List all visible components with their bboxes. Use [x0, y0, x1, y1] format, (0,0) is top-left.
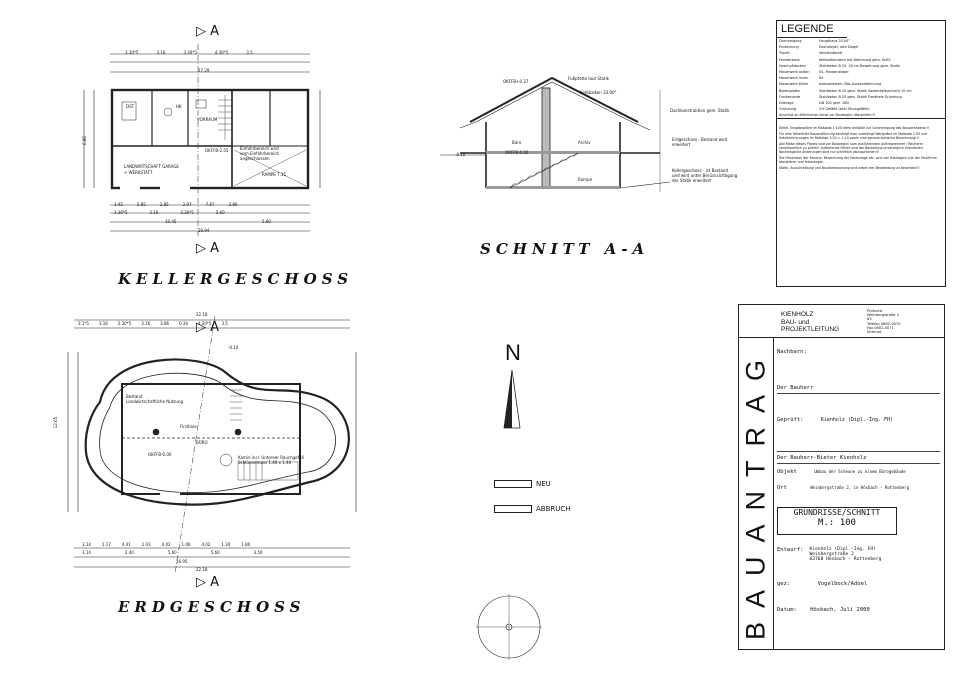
eg-bottom-total: 22.18	[196, 567, 208, 572]
schnitt-level-left: -0.10	[455, 152, 466, 157]
kg-rampe: RAMPE 7.15	[262, 172, 286, 177]
section-marker-eg-bottom: ▷ A	[196, 575, 220, 590]
tb-nachbarn: Nachbarn:	[777, 349, 807, 355]
kg-bottom-dims: 1.45 2.85 2.85 2.97 7.67 3.80	[114, 202, 238, 207]
schnitt-dachkonstruktion: Dachkonstruktion gem. Statik	[670, 108, 730, 113]
legend-note: Für eine fehlerfreie Bauausführung benöt…	[779, 132, 928, 141]
schnitt-room-buro: Büro	[512, 140, 522, 145]
title-schnitt: SCHNITT A-A	[480, 240, 650, 258]
legend-abbruch-swatch	[494, 505, 532, 513]
kg-left-dim: 6.86	[81, 136, 87, 145]
eg-firstlinie: Firstlinie	[180, 424, 197, 429]
legend-footer: Anschluß an öffentlichen Kanal vor Baube…	[777, 112, 945, 120]
tb-vertical-band: BAUANTRAG	[739, 337, 774, 649]
eg-bottom-total1: 16.95	[176, 559, 188, 564]
legend-neu-swatch	[494, 480, 532, 488]
eg-level: -0.10	[228, 345, 239, 350]
kg-note-einfahrt: Einfahrbereich wird vom Einfahrbereich a…	[240, 146, 280, 161]
section-marker-kg-top: ▷ A	[196, 24, 220, 39]
north-label: N	[505, 340, 521, 365]
title-block: KIENHOLZ BAU- und PROJEKTLEITUNG Prokuri…	[738, 304, 945, 650]
schnitt-roof-top: Kehlbalken 33.00°	[580, 90, 617, 95]
eg-top-dims: 3.1*5 3.16 2.30*5 3.16 3.86 0.30 4.30*5 …	[78, 321, 228, 326]
legend-note: Sämtl. Eingabepläne im Maßstab 1:100 die…	[779, 126, 930, 131]
title-kellergeschoss: KELLERGESCHOSS	[118, 270, 354, 288]
section-marker-kg-bottom: ▷ A	[196, 241, 220, 256]
eg-bottom-dims2: 3.14 2.40 5.60 5.60 3.50	[82, 550, 263, 555]
tb-header: KIENHOLZ BAU- und PROJEKTLEITUNG Prokuri…	[739, 305, 944, 338]
kellergeschoss-plan	[83, 44, 321, 236]
section-arrow-icon: ▷	[196, 575, 206, 590]
erdgeschoss-plan	[67, 315, 357, 575]
schnitt-okffb-top: OKFFB+0.37	[503, 79, 529, 84]
schnitt-erdgeschoss-note: Erdgeschoss - Bestand wird erweitert	[672, 137, 728, 147]
schnitt-okffb-mid: OKFFB-0.00	[505, 150, 529, 155]
legend-note: Die Dimension der Kamine, Berechnung der…	[779, 156, 937, 165]
schnitt-room-rampe: Rampe	[578, 177, 593, 182]
kg-bottom-dims2: 3.36*5 3.16 3.36*5 5.60	[114, 210, 225, 215]
schnitt-section	[440, 76, 671, 192]
kg-room-hk: HK	[176, 104, 182, 109]
kg-top-dims: 3.30*5 3.16 3.30*5 4.30*5 3.5	[125, 50, 253, 55]
section-arrow-icon: ▷	[196, 24, 206, 39]
bauantrag-vertical: BAUANTRAG	[740, 345, 771, 641]
title-erdgeschoss: ERDGESCHOSS	[118, 598, 306, 616]
eg-room-bestand: Bestand Landwirtschaftliche Nutzung	[126, 394, 184, 404]
kg-bottom-total: 16.94	[198, 228, 210, 233]
schnitt-kellergeschoss-note: Kellergeschoss - ist Bestand und wird un…	[672, 168, 738, 183]
tb-gez: gez: Vogelbock/Adoel	[777, 581, 868, 587]
kg-bottom-total2: 5.60	[262, 219, 271, 224]
kg-garage-label: LANDWIRTSCHAFT GARAGE	[124, 164, 179, 169]
kg-total-dim: 17.29	[198, 68, 210, 73]
company-name: KIENHOLZ BAU- und PROJEKTLEITUNG	[781, 311, 840, 333]
tb-plan-title-box: GRUNDRISSE/SCHNITT M.: 100	[777, 507, 897, 535]
tb-bauherr: Der Bauherr	[777, 385, 940, 394]
kg-okffb: OKFFB-2.55	[205, 148, 229, 153]
eg-bottom-dims: 3.14 1.17 4.41 1.03 4.02 1.06 4.02 1.30 …	[82, 542, 251, 547]
eg-left-dim: 12.65	[53, 416, 59, 429]
tb-ort: Ort Weinbergstraße 2, in Hösbach - Rotte…	[777, 485, 909, 491]
compass-icon	[476, 594, 542, 660]
legend-title: LEGENDE	[777, 21, 847, 38]
tb-entwurf: Entwurf: Kienholz (Dipl.-Ing. FH) Weinbe…	[777, 547, 882, 562]
kg-room-wc: DST	[126, 104, 135, 109]
north-arrow-icon	[503, 369, 521, 429]
tb-datum: Datum: Hösbach, Juli 2000	[777, 607, 870, 613]
section-marker-eg-top: ▷ A	[196, 320, 220, 335]
kg-bottom-total1: 10.45	[165, 219, 177, 224]
eg-note-kamin: Kamin incl. Untereer Rauchgefäß Schlüsse…	[238, 455, 304, 465]
company-address: Prokurist Weinbergstraße 2 63 Telefon 06…	[867, 309, 901, 335]
eg-okffb: OKFFB-0.00	[148, 452, 172, 457]
schnitt-roof-note: Fußpfette laut Statik	[568, 76, 609, 81]
tb-objekt: Objekt Umbau der Scheune zu einem Büroge…	[777, 469, 906, 475]
kg-room-vorraum: VORRAUM	[197, 117, 218, 122]
eg-total-dim-top: 22.18	[196, 312, 208, 317]
section-arrow-icon: ▷	[196, 320, 206, 335]
section-arrow-icon: ▷	[196, 241, 206, 256]
legend-note: Statik, Ausschreibung und Bauüberwachung…	[779, 166, 920, 171]
legend-note: Alle Maße dieses Planes sind vor Baubegi…	[779, 142, 924, 155]
eg-buro: BÜRO	[196, 440, 208, 445]
tb-bauherr-bieter: Der Bauherr-Bieter Kienholz	[777, 451, 940, 464]
schnitt-room-archiv: Archiv	[578, 140, 591, 145]
legend-neu: NEU	[494, 480, 551, 488]
tb-geprueft: Geprüft: Kienholz (Dipl.-Ing. FH)	[777, 417, 894, 423]
kg-werkstatt: + WERKSTATT	[124, 170, 153, 175]
legend-abbruch: ABBRUCH	[494, 505, 571, 513]
